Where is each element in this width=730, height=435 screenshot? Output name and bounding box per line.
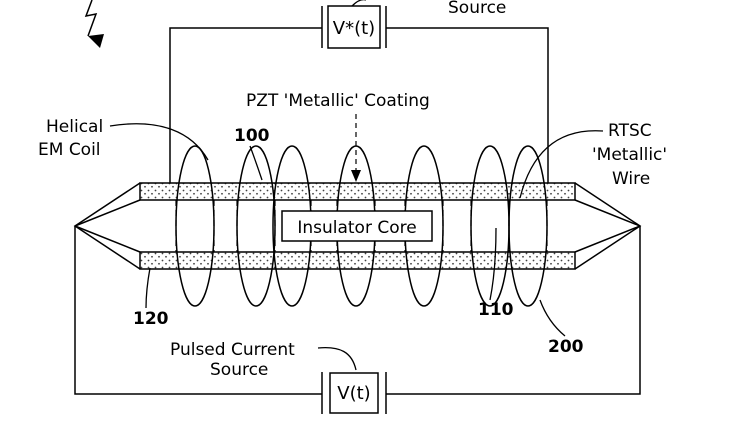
wire-label-line2: 'Metallic' [592, 145, 667, 165]
left-tip [73, 182, 141, 270]
top-voltage-source: V*(t) Source [321, 0, 506, 49]
coil-label-line1: Helical [46, 117, 103, 137]
top-circuit [169, 27, 549, 183]
insulator-core-label: Insulator Core [281, 210, 433, 242]
coating-top-layer [139, 182, 576, 201]
coil-leader [109, 123, 209, 161]
right-tip [574, 182, 642, 270]
lightning-arrow-icon [84, 0, 104, 48]
wire-leader [519, 130, 604, 199]
bottom-circuit [74, 226, 641, 395]
ref-120-leader [145, 267, 151, 309]
coating-arrow [351, 114, 361, 182]
ref-200: 200 [548, 337, 584, 357]
coating-label: PZT 'Metallic' Coating [246, 91, 430, 111]
ref-100-leader [249, 145, 263, 181]
core-label-text: Insulator Core [297, 218, 416, 238]
top-source-symbol: V*(t) [333, 18, 375, 39]
coil-label-line2: EM Coil [38, 140, 101, 160]
wire-label-line3: Wire [612, 169, 650, 189]
bottom-source-symbol: V(t) [337, 383, 370, 404]
bottom-source-caption-line1: Pulsed Current [170, 340, 295, 360]
wire-label-line1: RTSC [608, 121, 652, 141]
coating-bottom-layer [139, 251, 576, 270]
bottom-voltage-source: V(t) Pulsed Current Source [170, 340, 387, 414]
ref-110-leader [489, 227, 497, 301]
bottom-source-caption-line2: Source [210, 360, 268, 380]
ref-100: 100 [234, 126, 270, 146]
ref-120: 120 [133, 309, 169, 329]
ref-200-leader [539, 299, 566, 337]
ref-110: 110 [478, 300, 514, 320]
top-source-caption: Source [448, 0, 506, 18]
